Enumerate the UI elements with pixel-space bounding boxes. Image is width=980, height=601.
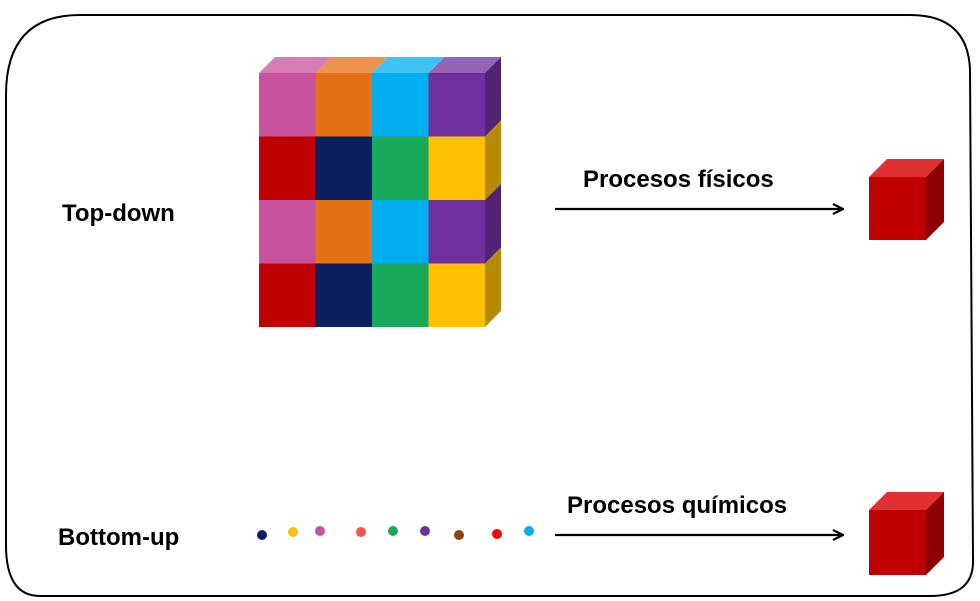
block-cube-face xyxy=(428,136,485,200)
bottom-up-label: Bottom-up xyxy=(58,524,179,551)
physical-processes-label: Procesos físicos xyxy=(583,166,774,193)
block-cube-side xyxy=(485,247,501,327)
block-cube-face xyxy=(372,73,429,137)
particle-dot xyxy=(524,526,534,536)
block-cube-top xyxy=(372,57,445,73)
block-cube-face xyxy=(428,200,485,264)
diagram-frame xyxy=(5,14,975,597)
block-cube-face xyxy=(315,200,372,264)
block-cube-face xyxy=(259,136,316,200)
block-cube-side xyxy=(485,57,501,137)
block-cube-face xyxy=(372,263,429,327)
particle-dot xyxy=(356,527,366,537)
particle-dot xyxy=(315,526,325,536)
cube-side-face xyxy=(926,159,944,240)
block-cube-face xyxy=(259,263,316,327)
block-cube-side xyxy=(485,120,501,200)
chemical-processes-label: Procesos químicos xyxy=(567,492,787,519)
block-cube-face xyxy=(428,263,485,327)
particle-dot xyxy=(492,529,502,539)
cube-top-face xyxy=(869,492,944,510)
particle-dot xyxy=(288,527,298,537)
particle-dot xyxy=(454,530,464,540)
block-cube-face xyxy=(315,73,372,137)
particle-dot xyxy=(420,526,430,536)
block-cube-top xyxy=(428,57,501,73)
particle-dot xyxy=(388,526,398,536)
cube-top-face xyxy=(869,159,944,177)
block-cube-face xyxy=(259,73,316,137)
block-cube-face xyxy=(259,200,316,264)
top-down-label: Top-down xyxy=(62,200,175,227)
bulk-material-block xyxy=(259,57,501,327)
cube-front-face xyxy=(869,177,926,240)
cube-side-face xyxy=(926,492,944,575)
block-cube-top xyxy=(259,57,332,73)
chemical-product-cube xyxy=(869,492,944,575)
block-cube-face xyxy=(428,73,485,137)
block-cube-face xyxy=(315,263,372,327)
block-cube-face xyxy=(372,200,429,264)
block-cube-face xyxy=(315,136,372,200)
particle-dot xyxy=(257,530,267,540)
cube-front-face xyxy=(869,510,926,575)
block-cube-face xyxy=(372,136,429,200)
block-cube-side xyxy=(485,184,501,264)
block-cube-top xyxy=(315,57,388,73)
physical-product-cube xyxy=(869,159,944,240)
atoms-molecules xyxy=(257,526,534,540)
